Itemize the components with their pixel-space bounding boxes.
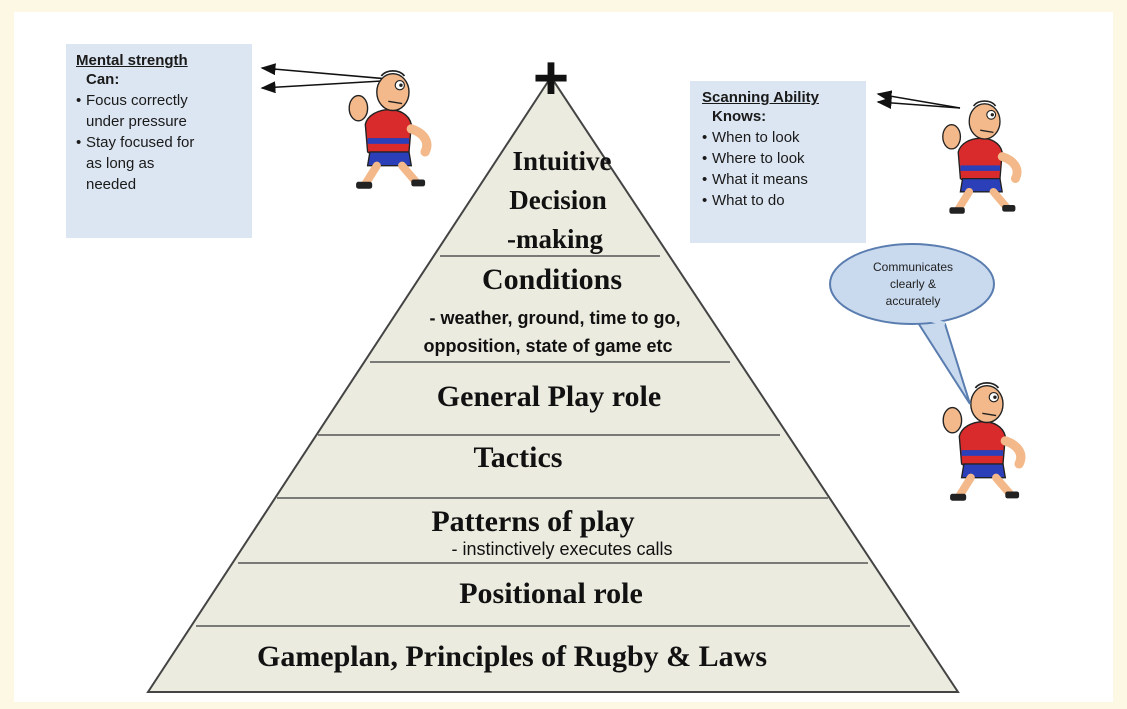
speech-bubble-line-2: clearly & xyxy=(890,277,936,291)
mental-strength-item-2-line-1: Stay focused for xyxy=(86,134,195,151)
mental-strength-item-1-line-2: under pressure xyxy=(86,113,187,130)
speech-bubble-line-1: Communicates xyxy=(873,260,953,274)
mental-strength-item-2-line-3: needed xyxy=(86,176,137,193)
tier-tactics-label: Tactics xyxy=(474,441,563,474)
speech-bubble: Communicates clearly & accurately xyxy=(829,243,995,405)
tier-conditions-sublabel-1: - weather, ground, time to go, xyxy=(429,308,680,328)
scanning-ability-subtitle: Knows: xyxy=(712,108,767,125)
scanning-ability-item-2: Where to look xyxy=(702,148,866,169)
mental-strength-item-2: Stay focused for as long as needed xyxy=(76,132,252,195)
speech-bubble-line-3: accurately xyxy=(886,294,941,308)
rugby-player-cartoon-3 xyxy=(943,383,1021,501)
scanning-ability-item-1: When to look xyxy=(702,127,866,148)
scanning-ability-title: Scanning Ability xyxy=(702,89,819,106)
scanning-ability-item-4: What to do xyxy=(702,190,866,211)
mental-strength-arrows xyxy=(260,63,401,94)
tier-intuitive-line-1: Intuitive xyxy=(512,146,611,176)
scanning-ability-arrows xyxy=(876,90,961,109)
tier-patterns-sublabel: - instinctively executes calls xyxy=(451,539,672,559)
mental-strength-box: Mental strength Can: Focus correctly und… xyxy=(66,44,252,238)
tier-general-play-label: General Play role xyxy=(437,380,661,413)
rugby-player-cartoon-1 xyxy=(349,71,427,189)
mental-strength-item-2-line-2: as long as xyxy=(86,155,155,172)
rugby-player-cartoon-2 xyxy=(943,101,1017,214)
mental-strength-item-1: Focus correctly under pressure xyxy=(76,90,252,132)
tier-conditions-label: Conditions xyxy=(482,263,622,296)
tier-gameplan-label: Gameplan, Principles of Rugby & Laws xyxy=(257,640,767,673)
tier-intuitive-line-2: Decision xyxy=(509,185,607,215)
mental-strength-title: Mental strength xyxy=(76,52,188,69)
scanning-ability-item-3: What it means xyxy=(702,169,866,190)
tier-dividers xyxy=(196,255,910,627)
mental-strength-list: Focus correctly under pressure Stay focu… xyxy=(76,90,252,195)
apex-plus-symbol: + xyxy=(533,44,569,113)
tier-positional-label: Positional role xyxy=(459,577,643,610)
mental-strength-item-1-line-1: Focus correctly xyxy=(86,92,188,109)
scanning-ability-box: Scanning Ability Knows: When to look Whe… xyxy=(690,81,866,243)
tier-conditions-sublabel-2: opposition, state of game etc xyxy=(423,336,672,356)
tier-patterns-label: Patterns of play xyxy=(431,505,634,538)
tier-intuitive-line-3: -making xyxy=(507,224,604,254)
mental-strength-subtitle: Can: xyxy=(86,71,120,88)
scanning-ability-list: When to look Where to look What it means… xyxy=(702,127,866,211)
pyramid-shape xyxy=(146,75,960,693)
